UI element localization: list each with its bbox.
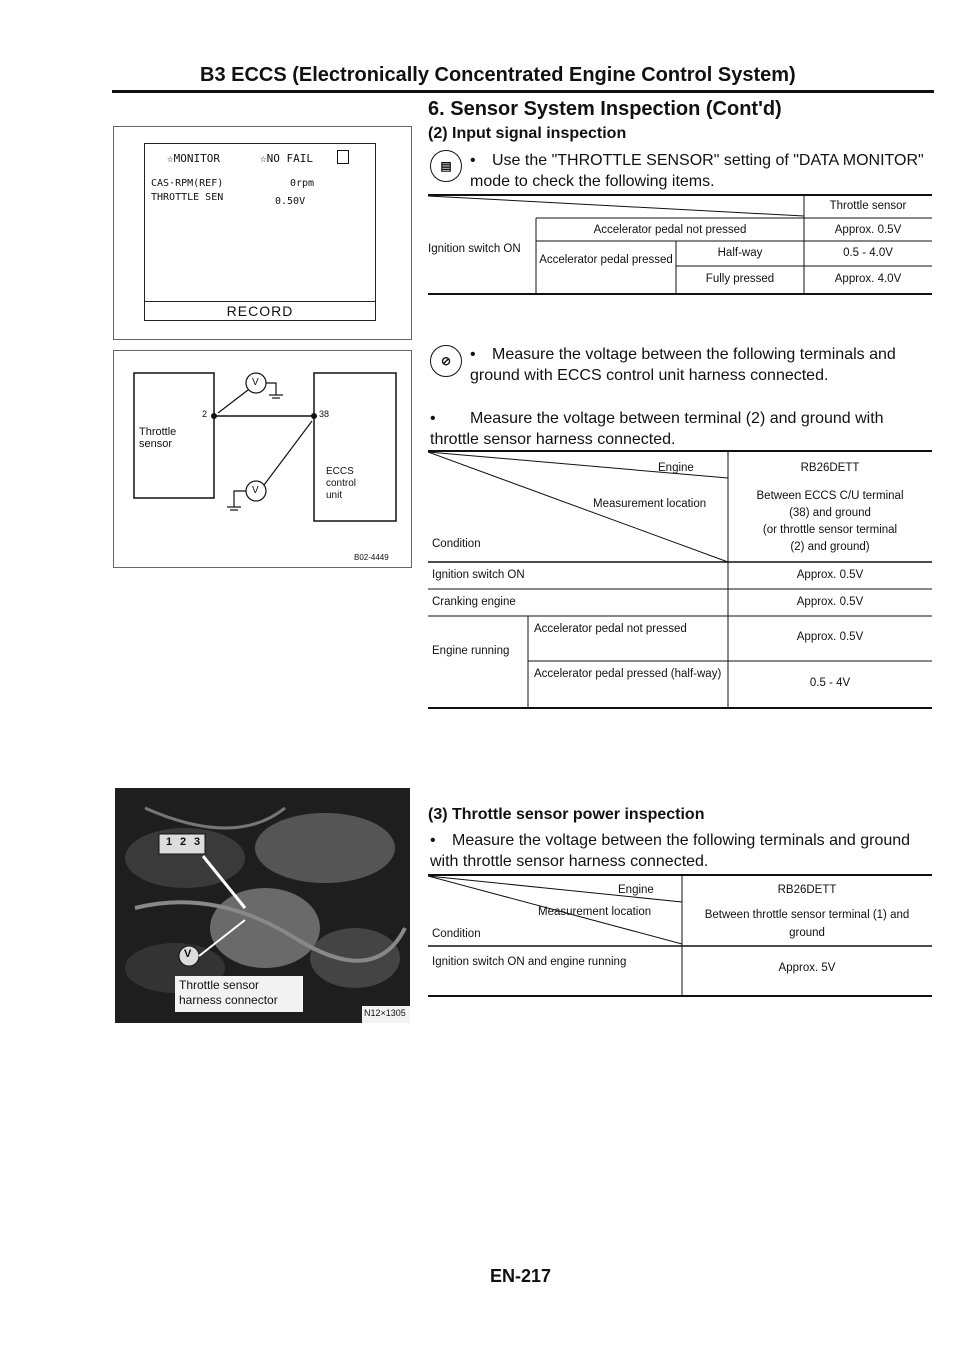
t1-col-header: Throttle sensor: [829, 200, 907, 212]
photo-art: [115, 788, 410, 1023]
monitor-row1-value: 0rpm: [290, 178, 315, 189]
photo-voltmeter-label: V: [184, 948, 192, 960]
diagram-svg: [133, 372, 397, 522]
wiring-diagram: V V 2 38 Throttle sensor ECCS control un…: [113, 350, 412, 568]
page-header: B3 ECCS (Electronically Concentrated Eng…: [200, 64, 796, 86]
t3-engine: Engine: [618, 884, 654, 896]
t2-location: Between ECCS C/U terminal (38) and groun…: [728, 488, 932, 556]
record-button[interactable]: RECORD: [144, 301, 376, 321]
monitor-row1-label: CAS·RPM(REF): [151, 178, 224, 189]
t2-loc-line2: (38) and ground: [789, 507, 871, 519]
photo-caption: Throttle sensor harness connector: [179, 978, 278, 1008]
t2-engine: Engine: [658, 462, 694, 474]
t1-r1-label: Accelerator pedal not pressed: [593, 224, 747, 236]
t2-row3-cond: Accelerator pedal not pressed: [534, 623, 687, 635]
consult-icon: ▤: [430, 150, 462, 182]
cursor-box-icon: [337, 150, 349, 164]
t1-r3-value: Approx. 4.0V: [834, 273, 902, 285]
table2-lines: [428, 450, 932, 709]
t3-condition: Condition: [432, 928, 481, 940]
t2-condition: Condition: [432, 538, 481, 550]
t2-row1-val: Approx. 0.5V: [796, 569, 864, 581]
t3-row1-cond: Ignition switch ON and engine running: [432, 956, 627, 968]
connector-pins: 1 2 3: [162, 836, 204, 848]
pin-38-label: 38: [319, 409, 330, 419]
t3-loc: Between throttle sensor terminal (1) and…: [704, 909, 910, 939]
monitor-line1b: ☆NO FAIL: [260, 152, 313, 165]
table1-lines: [428, 194, 932, 295]
t2-loc-line4: (2) and ground): [790, 541, 870, 553]
sub-heading-2: (2) Input signal inspection: [428, 125, 627, 142]
t2-row4-val: 0.5 - 4V: [809, 677, 851, 689]
t3-row1-val: Approx. 5V: [778, 962, 836, 974]
t2-row2-cond: Cranking engine: [432, 596, 516, 608]
record-label: RECORD: [226, 303, 294, 319]
monitor-line1a: ☆MONITOR: [167, 152, 220, 165]
voltmeter-top-label: V: [252, 377, 259, 388]
bullet3-text: Measure the voltage between the followin…: [430, 832, 911, 870]
consult-paragraph: •Use the "THROTTLE SENSOR" setting of "D…: [470, 152, 924, 190]
bullet1-paragraph: •Measure the voltage between the followi…: [470, 346, 896, 384]
t2-row2-val: Approx. 0.5V: [796, 596, 864, 608]
photo-caption-line2: harness connector: [179, 993, 278, 1007]
monitor-screen: ☆MONITOR ☆NO FAIL CAS·RPM(REF) 0rpm THRO…: [144, 143, 376, 303]
t3-model: RB26DETT: [777, 884, 837, 896]
monitor-frame: ☆MONITOR ☆NO FAIL CAS·RPM(REF) 0rpm THRO…: [113, 126, 412, 340]
eccs-unit-label: ECCS control unit: [326, 466, 357, 501]
t2-meas-loc: Measurement location: [593, 498, 707, 510]
page-number: EN-217: [490, 1266, 552, 1286]
t2-loc-line1: Between ECCS C/U terminal: [756, 490, 904, 502]
section-title: 6. Sensor System Inspection (Cont'd): [428, 98, 782, 120]
t2-row3-val: Approx. 0.5V: [796, 631, 864, 643]
photo-code: N12×1305: [364, 1008, 406, 1018]
throttle-sensor-label: Throttle sensor: [139, 426, 177, 450]
header-rule: [112, 90, 934, 93]
t1-r2-label: Half-way: [717, 247, 763, 259]
consult-text: Use the "THROTTLE SENSOR" setting of "DA…: [470, 152, 924, 190]
t2-row4-cond: Accelerator pedal pressed (half-way): [534, 668, 722, 680]
sub-heading-3: (3) Throttle sensor power inspection: [428, 806, 705, 823]
pin-3: 3: [193, 836, 201, 848]
no-smoking-icon: ⊘: [430, 345, 462, 377]
t2-run-label: Engine running: [432, 645, 510, 657]
bullet2-text: Measure the voltage between terminal (2)…: [430, 410, 884, 448]
bullet2-paragraph: •Measure the voltage between terminal (2…: [430, 410, 884, 448]
t2-row1-cond: Ignition switch ON: [432, 569, 525, 581]
diagram-code: B02-4449: [354, 553, 389, 562]
t1-row-group: Ignition switch ON: [428, 243, 521, 255]
pin-2-label: 2: [202, 409, 208, 419]
bullet3-paragraph: •Measure the voltage between the followi…: [430, 832, 911, 870]
table3-lines: [428, 874, 932, 997]
t1-r2-value: 0.5 - 4.0V: [843, 247, 893, 259]
t2-loc-line3: (or throttle sensor terminal: [762, 524, 898, 536]
pin-1: 1: [165, 836, 173, 848]
voltmeter-bottom-label: V: [252, 485, 259, 496]
t1-pressed-label: Accelerator pedal pressed: [539, 254, 673, 266]
photo-caption-line1: Throttle sensor: [179, 978, 260, 992]
pin-2: 2: [179, 836, 187, 848]
t1-r3-label: Fully pressed: [705, 273, 775, 285]
t2-model: RB26DETT: [800, 462, 860, 474]
bullet1-text: Measure the voltage between the followin…: [470, 346, 896, 384]
connector-photo: 1 2 3 V Throttle sensor harness connecto…: [115, 788, 410, 1023]
monitor-row2-label: THROTTLE SEN: [151, 192, 224, 203]
monitor-row2-value: 0.50V: [275, 196, 306, 207]
t3-meas-loc: Measurement location: [538, 906, 652, 918]
t1-r1-value: Approx. 0.5V: [834, 224, 902, 236]
